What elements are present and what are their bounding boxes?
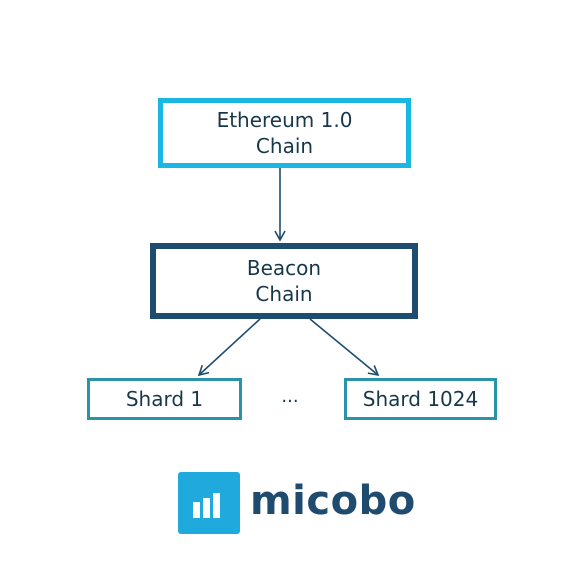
ethereum-1-chain-label-line1: Ethereum 1.0 [216,108,353,132]
shard-1024-label: Shard 1024 [362,387,479,411]
shard-ellipsis: ... [281,386,299,407]
logo-wordmark: micobo [250,478,416,524]
shard-1-label: Shard 1 [125,387,204,411]
arrow-beacon-to-shard-1 [197,318,261,377]
shard-1-node: Shard 1 [87,378,242,420]
shard-1024-node: Shard 1024 [344,378,497,420]
micobo-logo: micobo [178,472,415,542]
beacon-chain-label-line1: Beacon [246,256,322,280]
ethereum-1-chain-node: Ethereum 1.0 Chain [158,98,411,168]
beacon-chain-node: Beacon Chain [150,243,418,319]
ethereum-1-chain-label-line2: Chain [255,134,314,158]
bar-chart-icon [178,472,240,534]
arrow-beacon-to-shard-1024 [309,318,380,377]
beacon-chain-label-line2: Chain [255,282,313,306]
